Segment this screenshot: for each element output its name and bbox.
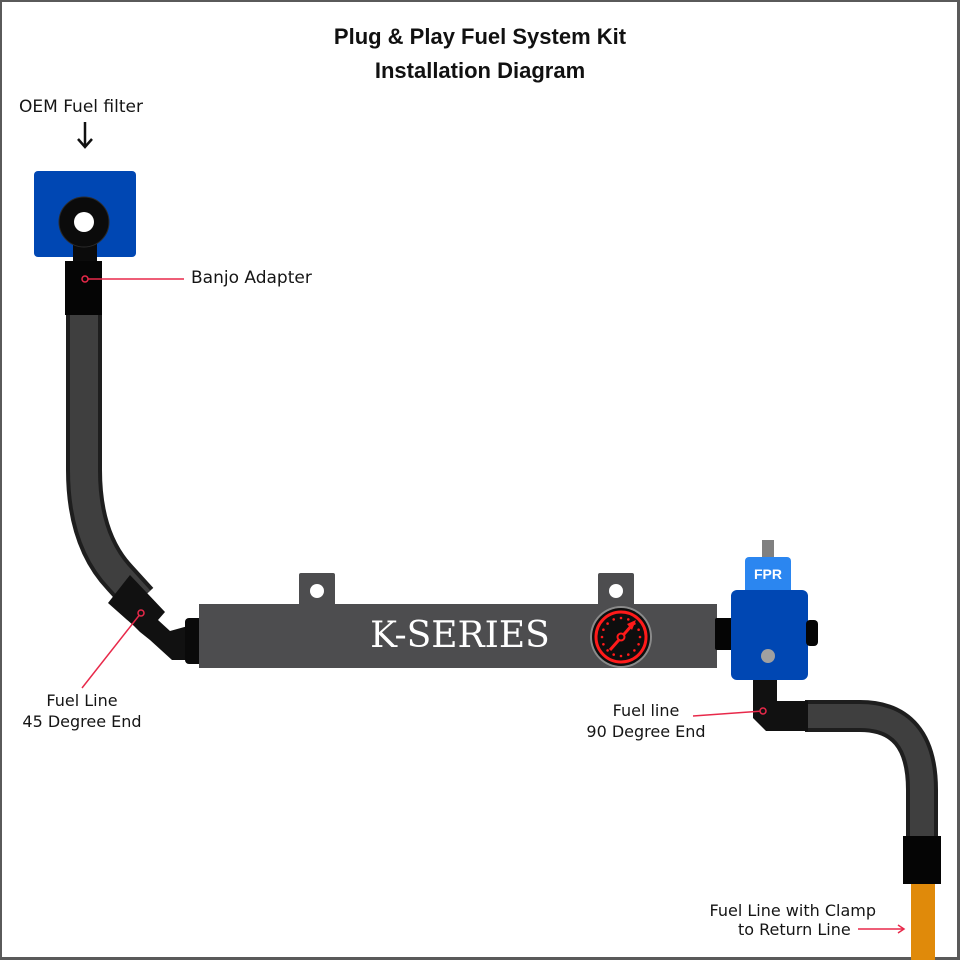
rail-brand-text: K-SERIES xyxy=(370,615,550,656)
banjo-adapter xyxy=(65,261,102,315)
gauge-tick-dot xyxy=(627,653,630,656)
gauge-tick-dot xyxy=(612,618,615,621)
gauge-tick-dot xyxy=(637,628,640,631)
label-return-line-line-1: Fuel Line with Clamp xyxy=(709,901,876,920)
gauge-tick-dot xyxy=(638,635,642,639)
callout-return-line-arrow xyxy=(858,924,906,934)
gauge-tick-dot xyxy=(627,618,630,621)
fuel-line-45-degree-end xyxy=(108,575,203,664)
diagram-title-line-1: Plug & Play Fuel System Kit xyxy=(333,24,627,49)
gauge-tick-dot xyxy=(633,649,636,652)
gauge-tick-dot xyxy=(619,654,623,658)
fpr-cap xyxy=(745,557,791,595)
diagram-title-line-2: Installation Diagram xyxy=(374,58,586,83)
gauge-tick-dot xyxy=(606,649,609,652)
gauge-tick-dot xyxy=(637,643,640,646)
callout-fuel-line-45 xyxy=(81,609,145,689)
label-return-line-line-2: to Return Line xyxy=(738,920,851,939)
fpr-label: FPR xyxy=(754,566,782,582)
label-oem-fuel-filter: OEM Fuel filter xyxy=(19,97,143,117)
down-arrow-icon xyxy=(77,122,93,149)
gauge-tick-dot xyxy=(602,643,605,646)
label-fuel-line-90-line-1: Fuel line xyxy=(612,701,680,720)
gauge-tick-dots xyxy=(600,616,642,658)
callout-banjo-adapter xyxy=(81,275,184,283)
label-fuel-line-45-line-2: 45 Degree End xyxy=(22,712,142,731)
gauge-tick-dot xyxy=(600,635,604,639)
callout-fuel-line-90 xyxy=(692,707,767,717)
fuel-line-90-degree-end xyxy=(753,680,808,731)
label-banjo-adapter: Banjo Adapter xyxy=(191,268,312,288)
pressure-gauge xyxy=(590,606,652,668)
label-fuel-line-90-line-2: 90 Degree End xyxy=(586,722,706,741)
fuel-pressure-regulator xyxy=(731,540,818,680)
gauge-tick-dot xyxy=(602,628,605,631)
return-line xyxy=(911,884,935,960)
gauge-tick-dot xyxy=(612,653,615,656)
gauge-tick-dot xyxy=(606,622,609,625)
return-line-clamp xyxy=(903,836,941,884)
gauge-tick-dot xyxy=(619,616,623,620)
label-fuel-line-45-line-1: Fuel Line xyxy=(46,691,118,710)
